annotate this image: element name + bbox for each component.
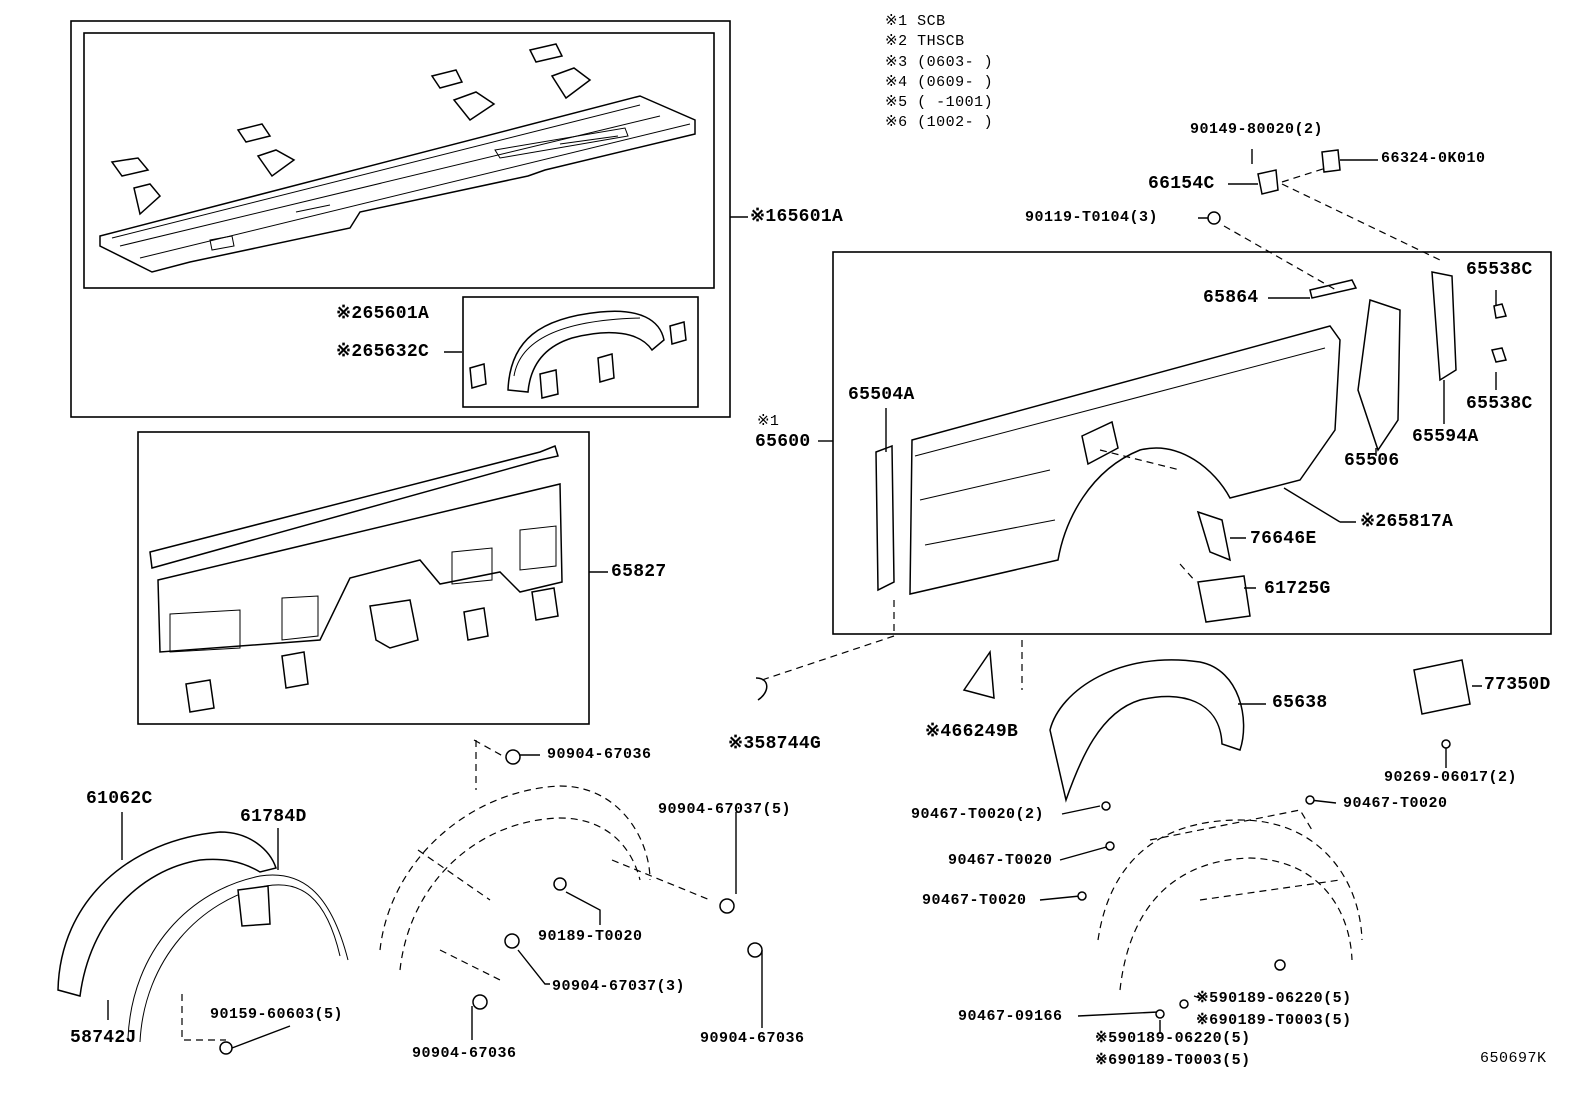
part-label-590189-06220-upper[interactable]: ※590189-06220(5) — [1196, 990, 1352, 1007]
floor-panel-drawing — [99, 43, 696, 273]
part-label-65600-note: ※1 — [757, 413, 780, 430]
part-label-90904-67036-bottom[interactable]: 90904-67036 — [412, 1045, 517, 1062]
note-2: ※2 THSCB — [885, 33, 965, 50]
part-label-76646E[interactable]: 76646E — [1250, 529, 1317, 549]
part-label-58742J[interactable]: 58742J — [70, 1028, 137, 1048]
fender-flare-drawing — [57, 831, 349, 1043]
part-label-90149[interactable]: 90149-80020(2) — [1190, 121, 1324, 138]
part-label-65538C-lower[interactable]: 65538C — [1466, 394, 1533, 414]
lower-liner-drawing — [379, 740, 1363, 991]
part-label-90189-T0020[interactable]: 90189-T0020 — [538, 928, 643, 945]
part-label-58744G[interactable]: ※358744G — [728, 734, 822, 754]
front-panel-box — [137, 431, 590, 725]
note-6: ※6 (1002- ) — [885, 114, 994, 131]
front-panel-drawing — [149, 444, 563, 713]
part-label-65827[interactable]: 65827 — [611, 562, 667, 582]
inner-liner-drawing — [755, 649, 1471, 803]
fastener-glyphs — [219, 211, 1451, 1055]
part-label-90467-09166[interactable]: 90467-09166 — [958, 1008, 1063, 1025]
part-label-265601A[interactable]: ※265601A — [336, 304, 430, 324]
part-label-90904-67037-5[interactable]: 90904-67037(5) — [658, 801, 792, 818]
part-label-66249B[interactable]: ※466249B — [925, 722, 1019, 742]
part-label-65594A[interactable]: 65594A — [1412, 427, 1479, 447]
wheel-house-drawing — [469, 310, 687, 399]
part-label-165601A[interactable]: ※165601A — [750, 207, 844, 227]
part-label-66154C[interactable]: 66154C — [1148, 174, 1215, 194]
part-label-690189-T0003-upper[interactable]: ※690189-T0003(5) — [1196, 1012, 1352, 1029]
diagram-reference-code: 650697K — [1480, 1050, 1547, 1067]
part-label-66324[interactable]: 66324-0K010 — [1381, 150, 1486, 167]
floor-panel-inner-box — [83, 32, 715, 289]
part-label-265817A[interactable]: ※265817A — [1360, 512, 1454, 532]
note-5: ※5 ( -1001) — [885, 94, 994, 111]
part-label-90904-67036-right[interactable]: 90904-67036 — [700, 1030, 805, 1047]
wheel-house-box — [462, 296, 699, 408]
side-panel-drawing — [875, 149, 1507, 623]
part-label-65504A[interactable]: 65504A — [848, 385, 915, 405]
part-label-90904-67036-top[interactable]: 90904-67036 — [547, 746, 652, 763]
part-label-65506[interactable]: 65506 — [1344, 451, 1400, 471]
part-label-90467-T0020-2[interactable]: 90467-T0020(2) — [911, 806, 1045, 823]
part-label-90159[interactable]: 90159-60603(5) — [210, 1006, 344, 1023]
note-4: ※4 (0609- ) — [885, 74, 994, 91]
part-label-690189-T0003-lower[interactable]: ※690189-T0003(5) — [1095, 1052, 1251, 1069]
part-label-61725G[interactable]: 61725G — [1264, 579, 1331, 599]
part-label-65864[interactable]: 65864 — [1203, 288, 1259, 308]
part-label-90467-T0020-mid[interactable]: 90467-T0020 — [948, 852, 1053, 869]
part-label-77350D[interactable]: 77350D — [1484, 675, 1551, 695]
part-label-65638[interactable]: 65638 — [1272, 693, 1328, 713]
part-label-61784D[interactable]: 61784D — [240, 807, 307, 827]
part-label-61062C[interactable]: 61062C — [86, 789, 153, 809]
part-label-90467-T0020-right[interactable]: 90467-T0020 — [1343, 795, 1448, 812]
part-label-265632C[interactable]: ※265632C — [336, 342, 430, 362]
side-panel-box — [832, 251, 1552, 635]
floor-assembly-outer-box — [70, 20, 731, 418]
note-1: ※1 SCB — [885, 13, 946, 30]
part-label-90904-67037-3[interactable]: 90904-67037(3) — [552, 978, 686, 995]
part-label-90269[interactable]: 90269-06017(2) — [1384, 769, 1518, 786]
part-label-65538C-upper[interactable]: 65538C — [1466, 260, 1533, 280]
leader-lines — [107, 149, 1497, 1049]
part-label-90467-T0020-low[interactable]: 90467-T0020 — [922, 892, 1027, 909]
part-label-590189-06220-lower[interactable]: ※590189-06220(5) — [1095, 1030, 1251, 1047]
note-3: ※3 (0603- ) — [885, 54, 994, 71]
part-label-65600[interactable]: 65600 — [755, 432, 811, 452]
part-label-90119[interactable]: 90119-T0104(3) — [1025, 209, 1159, 226]
